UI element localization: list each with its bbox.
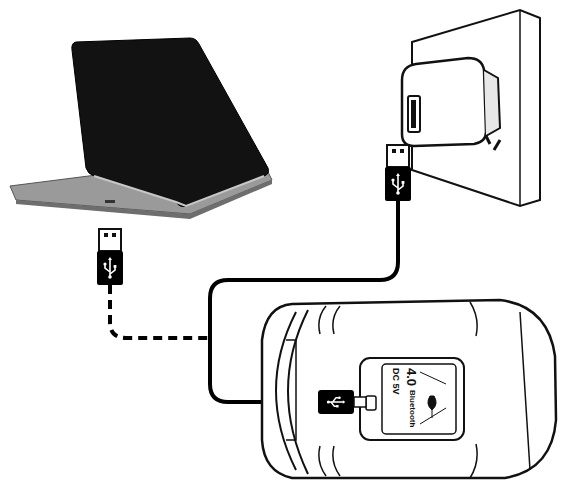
charger-usb-port-inner bbox=[411, 100, 416, 128]
device-front-lens bbox=[276, 312, 296, 470]
device-side-grip bbox=[286, 340, 296, 440]
wall-outlet bbox=[402, 10, 540, 206]
usb-head-slot bbox=[104, 233, 108, 237]
device-label-panel bbox=[382, 364, 456, 434]
bluetooth-device bbox=[262, 300, 556, 478]
laptop bbox=[10, 38, 272, 219]
charger-usb-plug bbox=[385, 145, 411, 201]
laptop-usb-plug bbox=[97, 229, 123, 285]
usb-symbol bbox=[103, 257, 116, 279]
micro-usb-body bbox=[318, 390, 354, 414]
usb-plug-body bbox=[385, 167, 411, 201]
laptop-lid bbox=[72, 38, 269, 207]
device-body bbox=[262, 300, 556, 478]
charger-usb-port bbox=[408, 96, 420, 132]
cable-laptop-dashed bbox=[110, 285, 210, 338]
device-label-text: DC 5V bbox=[391, 368, 400, 395]
usb-head-slot bbox=[112, 233, 116, 237]
device-label-window bbox=[360, 358, 464, 440]
device-front-ring bbox=[288, 310, 308, 474]
laptop-hinge bbox=[94, 176, 264, 206]
micro-usb-plug bbox=[318, 390, 366, 414]
device-usb-port bbox=[366, 396, 376, 410]
device-label-text: Bluetooth bbox=[408, 390, 416, 427]
usb-symbol bbox=[327, 396, 346, 407]
laptop-port bbox=[105, 200, 115, 203]
micro-usb-tip bbox=[354, 397, 366, 407]
usb-metal-head bbox=[99, 229, 121, 251]
usb-metal-head bbox=[387, 145, 409, 167]
wall-plate-edge bbox=[519, 10, 521, 206]
usb-head-slot bbox=[392, 149, 396, 153]
charger-side bbox=[484, 70, 500, 136]
device-label-text: 4.0 bbox=[405, 368, 418, 386]
device-ridges bbox=[319, 302, 530, 478]
usb-plug-body bbox=[97, 251, 123, 285]
usb-head-slot bbox=[400, 149, 404, 153]
device-label-mark bbox=[420, 372, 446, 424]
charger-body bbox=[402, 58, 486, 146]
usb-symbol bbox=[391, 173, 404, 195]
